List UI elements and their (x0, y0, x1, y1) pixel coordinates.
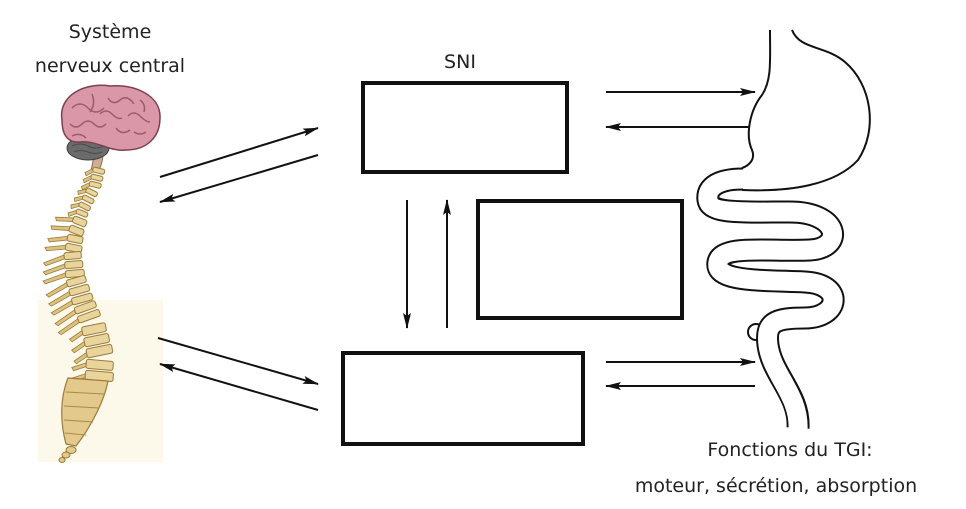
vertebral-body (71, 292, 94, 306)
sacrum (61, 377, 109, 447)
vertebral-body (68, 283, 91, 297)
arrow-cns-to-sni (159, 127, 319, 178)
vertebra (67, 208, 89, 218)
vertebra (42, 259, 84, 276)
spinous-process (50, 225, 72, 231)
vertebra (48, 283, 91, 307)
vertebral-body (81, 194, 95, 205)
vertebral-body (88, 180, 102, 189)
vertebra (55, 215, 88, 228)
vertebral-body (72, 215, 88, 228)
vertebra (54, 300, 97, 327)
sni-box (361, 81, 569, 174)
vertebral-body (68, 224, 85, 237)
brain-folds (69, 93, 151, 139)
stomach-fill (742, 30, 870, 191)
spinous-process (44, 244, 68, 252)
spinous-process (42, 254, 66, 267)
cerebellum-folds (71, 143, 105, 154)
vertebra (47, 233, 84, 245)
vertebral-body (73, 300, 97, 315)
vertebral-body (85, 343, 114, 359)
vertebral-body (65, 275, 87, 288)
vertebra (50, 292, 94, 316)
spine-icon (42, 141, 114, 463)
vertebra (71, 333, 111, 354)
vertebra (70, 201, 91, 212)
bottom-box (341, 351, 585, 446)
arrows (157, 88, 756, 411)
cns-title-line2: nerveux central (34, 55, 186, 77)
cns-title-line1: Système (68, 21, 152, 43)
arrow-sni-to-cns (159, 154, 319, 203)
vertebra (82, 173, 104, 184)
arrow-cns-to-bottom-box (157, 337, 319, 385)
vertebral-body (85, 358, 114, 371)
middle-box (476, 199, 684, 320)
vertebra (57, 309, 101, 336)
vertebra (68, 322, 107, 343)
vertebra (71, 358, 114, 372)
vertebra (84, 166, 106, 177)
vertebral-body (90, 173, 104, 182)
vertebral-body (66, 233, 84, 245)
vertebral-body (75, 208, 89, 218)
vertebral-body (64, 268, 85, 279)
sacrum-segments (63, 391, 105, 436)
vertebra (42, 251, 82, 267)
tgi-title: Fonctions du TGI: (707, 439, 873, 461)
arrow-bottom-box-to-cns (159, 363, 319, 411)
brain-icon (60, 84, 161, 161)
coccyx (58, 446, 77, 463)
vertebra (45, 275, 87, 298)
vertebral-body (81, 322, 107, 337)
digestive-tract-icon (696, 29, 871, 431)
tgi-functions: moteur, sécrétion, absorption (634, 475, 918, 497)
vertebral-body (63, 251, 82, 261)
vertebra (77, 187, 98, 198)
vertebra (50, 224, 85, 237)
cerebrum (60, 84, 161, 151)
vertebra (73, 343, 114, 365)
vertebral-body (83, 333, 111, 348)
vertebral-body (77, 309, 101, 324)
vertebral-body (64, 259, 84, 270)
vertebra (73, 194, 95, 205)
vertebra (44, 242, 83, 254)
sni-label: SNI (444, 51, 476, 73)
vertebral-body (85, 187, 98, 198)
stomach (741, 29, 871, 192)
intestine-lumen (698, 169, 843, 431)
vertebra (80, 180, 102, 191)
vertebral-body (64, 242, 83, 254)
vertebral-body (78, 201, 91, 212)
vertebra (42, 268, 85, 285)
spinous-process (47, 235, 70, 243)
vertebral-body (92, 166, 106, 175)
